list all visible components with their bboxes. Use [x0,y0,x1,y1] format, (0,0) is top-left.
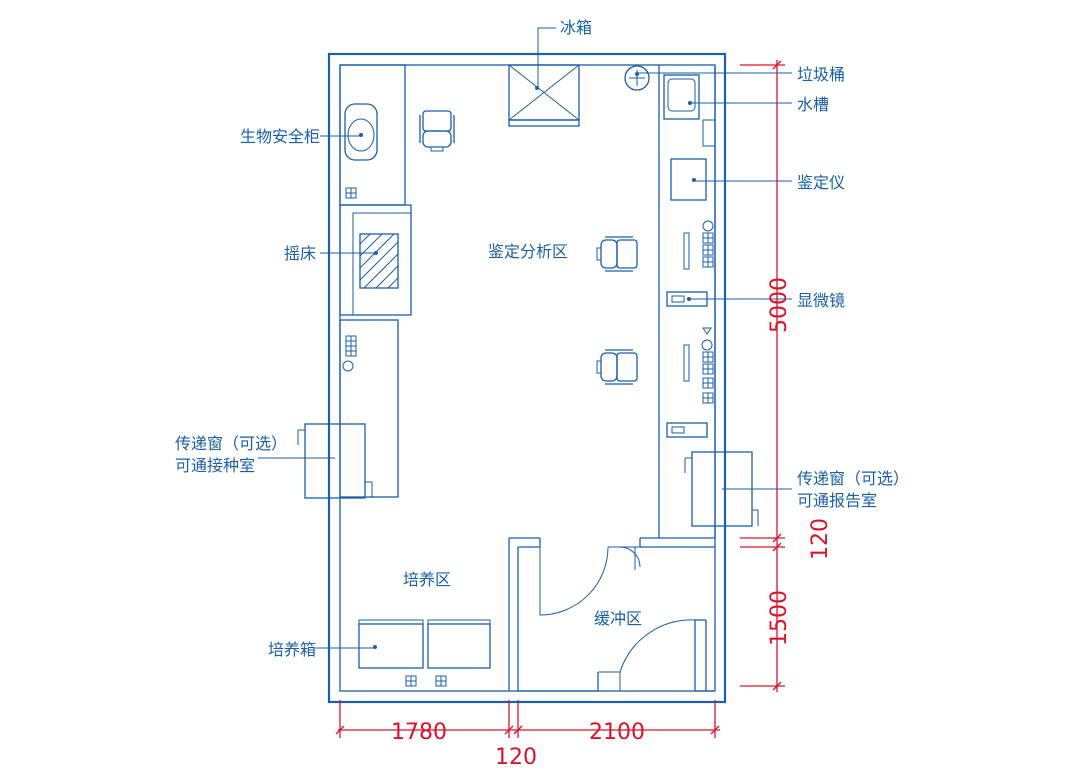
fridge [508,64,580,127]
incubators [358,619,491,687]
dim-bottom-mid: 120 [495,745,537,770]
label-analysis-zone: 鉴定分析区 [488,242,568,261]
dimension-right: 5000 120 1500 [740,60,833,692]
bench-equipment-lower [683,327,714,404]
dimension-bottom: 1780 120 2100 [335,700,720,770]
label-shaker: 摇床 [284,244,316,263]
left-bench [339,319,399,498]
label-sink: 水槽 [797,95,829,114]
dim-bottom-right: 2100 [589,720,645,745]
pass-window-left [297,423,373,499]
outer-walls [327,52,727,704]
chair-icon [596,236,638,272]
label-fridge: 冰箱 [560,18,592,37]
labels: 冰箱 垃圾桶 水槽 生物安全柜 鉴定仪 摇床 鉴定分析区 显微镜 传递窗（可选）… [175,18,909,659]
dim-right-bottom: 1500 [767,590,792,646]
label-pass-window-right-1: 传递窗（可选） [797,469,909,488]
trash-can [624,65,650,91]
label-pass-window-left-1: 传递窗（可选） [175,434,287,453]
microscope-2 [666,422,708,438]
label-culture-zone: 培养区 [403,570,451,589]
label-pass-window-right-2: 可通报告室 [797,491,877,510]
dim-right-top: 5000 [767,277,792,333]
label-buffer-zone: 缓冲区 [594,609,642,628]
dim-bottom-left: 1780 [391,720,447,745]
identifier-instrument [670,158,707,201]
leader-lines [258,27,792,649]
label-pass-window-left-2: 可通接种室 [175,456,255,475]
doors [539,546,696,691]
chair-icon [419,110,455,152]
label-identifier: 鉴定仪 [797,173,845,192]
label-bio-cabinet: 生物安全柜 [240,127,320,146]
label-trash: 垃圾桶 [797,65,845,84]
bio-safety-cabinet [339,64,406,206]
label-microscope: 显微镜 [797,291,845,310]
shaker [339,204,412,316]
chair-icon [596,349,638,385]
bench-equipment-upper [683,220,714,270]
label-incubator: 培养箱 [268,640,316,659]
sink [663,74,700,120]
dim-right-mid: 120 [808,518,833,560]
cabinet [702,119,716,147]
